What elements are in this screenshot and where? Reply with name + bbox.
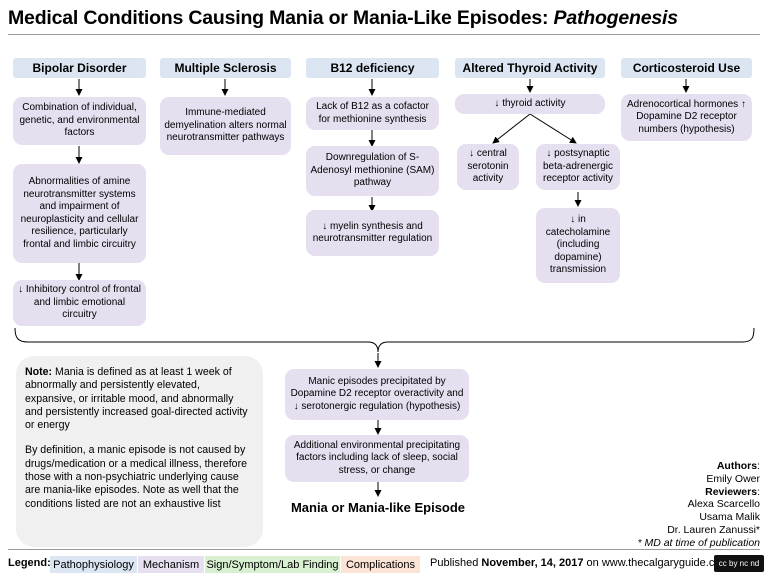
published-info: Published November, 14, 2017 on www.thec… <box>430 557 730 569</box>
b12-box-sam-pathway: Downregulation of S-Adenosyl methionine … <box>306 146 439 196</box>
legend-sign-symptom: Sign/Symptom/Lab Finding <box>205 556 340 573</box>
legend-complications: Complications <box>341 556 420 573</box>
reviewers-label: Reviewers <box>705 485 758 498</box>
steroid-box-hormones: Adrenocortical hormones ↑ Dopamine D2 re… <box>621 94 752 141</box>
b12-box-cofactor: Lack of B12 as a cofactor for methionine… <box>306 97 439 130</box>
outcome-mania: Mania or Mania-like Episode <box>290 500 466 515</box>
reviewer-name: Dr. Lauren Zanussi* <box>667 523 760 536</box>
legend-mechanism: Mechanism <box>138 556 204 573</box>
b12-box-myelin: ↓ myelin synthesis and neurotransmitter … <box>306 210 439 256</box>
center-box-environmental: Additional environmental precipitating f… <box>285 435 469 482</box>
credits: Authors: Emily Ower Reviewers: Alexa Sca… <box>637 460 760 549</box>
title-divider <box>8 34 760 35</box>
authors-label: Authors <box>716 460 758 472</box>
header-thyroid-activity: Altered Thyroid Activity <box>455 58 605 78</box>
header-bipolar-disorder: Bipolar Disorder <box>13 58 146 78</box>
page-title: Medical Conditions Causing Mania or Mani… <box>8 7 678 30</box>
author-name: Emily Ower <box>706 472 760 485</box>
thyroid-box-beta-adrenergic: ↓ postsynaptic beta-adrenergic receptor … <box>536 144 620 190</box>
thyroid-box-catecholamine: ↓ in catecholamine (including dopamine) … <box>536 208 620 283</box>
bipolar-box-inhibitory: ↓ Inhibitory control of frontal and limb… <box>13 280 146 326</box>
title-italic: Pathogenesis <box>553 7 679 29</box>
note-panel: Note: Mania is defined as at least 1 wee… <box>16 356 263 547</box>
bipolar-box-abnormalities: Abnormalities of amine neurotransmitter … <box>13 164 146 263</box>
ms-box-demyelination: Immune-mediated demyelination alters nor… <box>160 97 291 155</box>
title-main: Medical Conditions Causing Mania or Mani… <box>8 7 554 29</box>
reviewer-name: Usama Malik <box>699 511 760 524</box>
bipolar-box-factors: Combination of individual, genetic, and … <box>13 97 146 145</box>
legend-label: Legend: <box>8 557 51 569</box>
header-corticosteroid-use: Corticosteroid Use <box>621 58 752 78</box>
legend-pathophysiology: Pathophysiology <box>50 556 137 573</box>
thyroid-box-decreased-activity: ↓ thyroid activity <box>455 94 605 114</box>
reviewer-name: Alexa Scarcello <box>687 498 760 511</box>
creative-commons-icon: cc by nc nd <box>714 555 764 572</box>
center-box-manic-episodes: Manic episodes precipitated by Dopamine … <box>285 369 469 420</box>
note-text-2: By definition, a manic episode is not ca… <box>25 444 247 510</box>
published-date: November, 14, 2017 <box>481 557 584 569</box>
legend: Legend: Pathophysiology Mechanism Sign/S… <box>0 553 768 575</box>
thyroid-box-serotonin: ↓ central serotonin activity <box>457 144 519 190</box>
note-text-1: Mania is defined as at least 1 week of a… <box>25 366 248 432</box>
credits-footnote: * MD at time of publication <box>637 536 760 549</box>
header-multiple-sclerosis: Multiple Sclerosis <box>160 58 291 78</box>
header-b12-deficiency: B12 deficiency <box>306 58 439 78</box>
footer-divider <box>8 549 760 550</box>
note-label: Note: <box>25 366 53 378</box>
